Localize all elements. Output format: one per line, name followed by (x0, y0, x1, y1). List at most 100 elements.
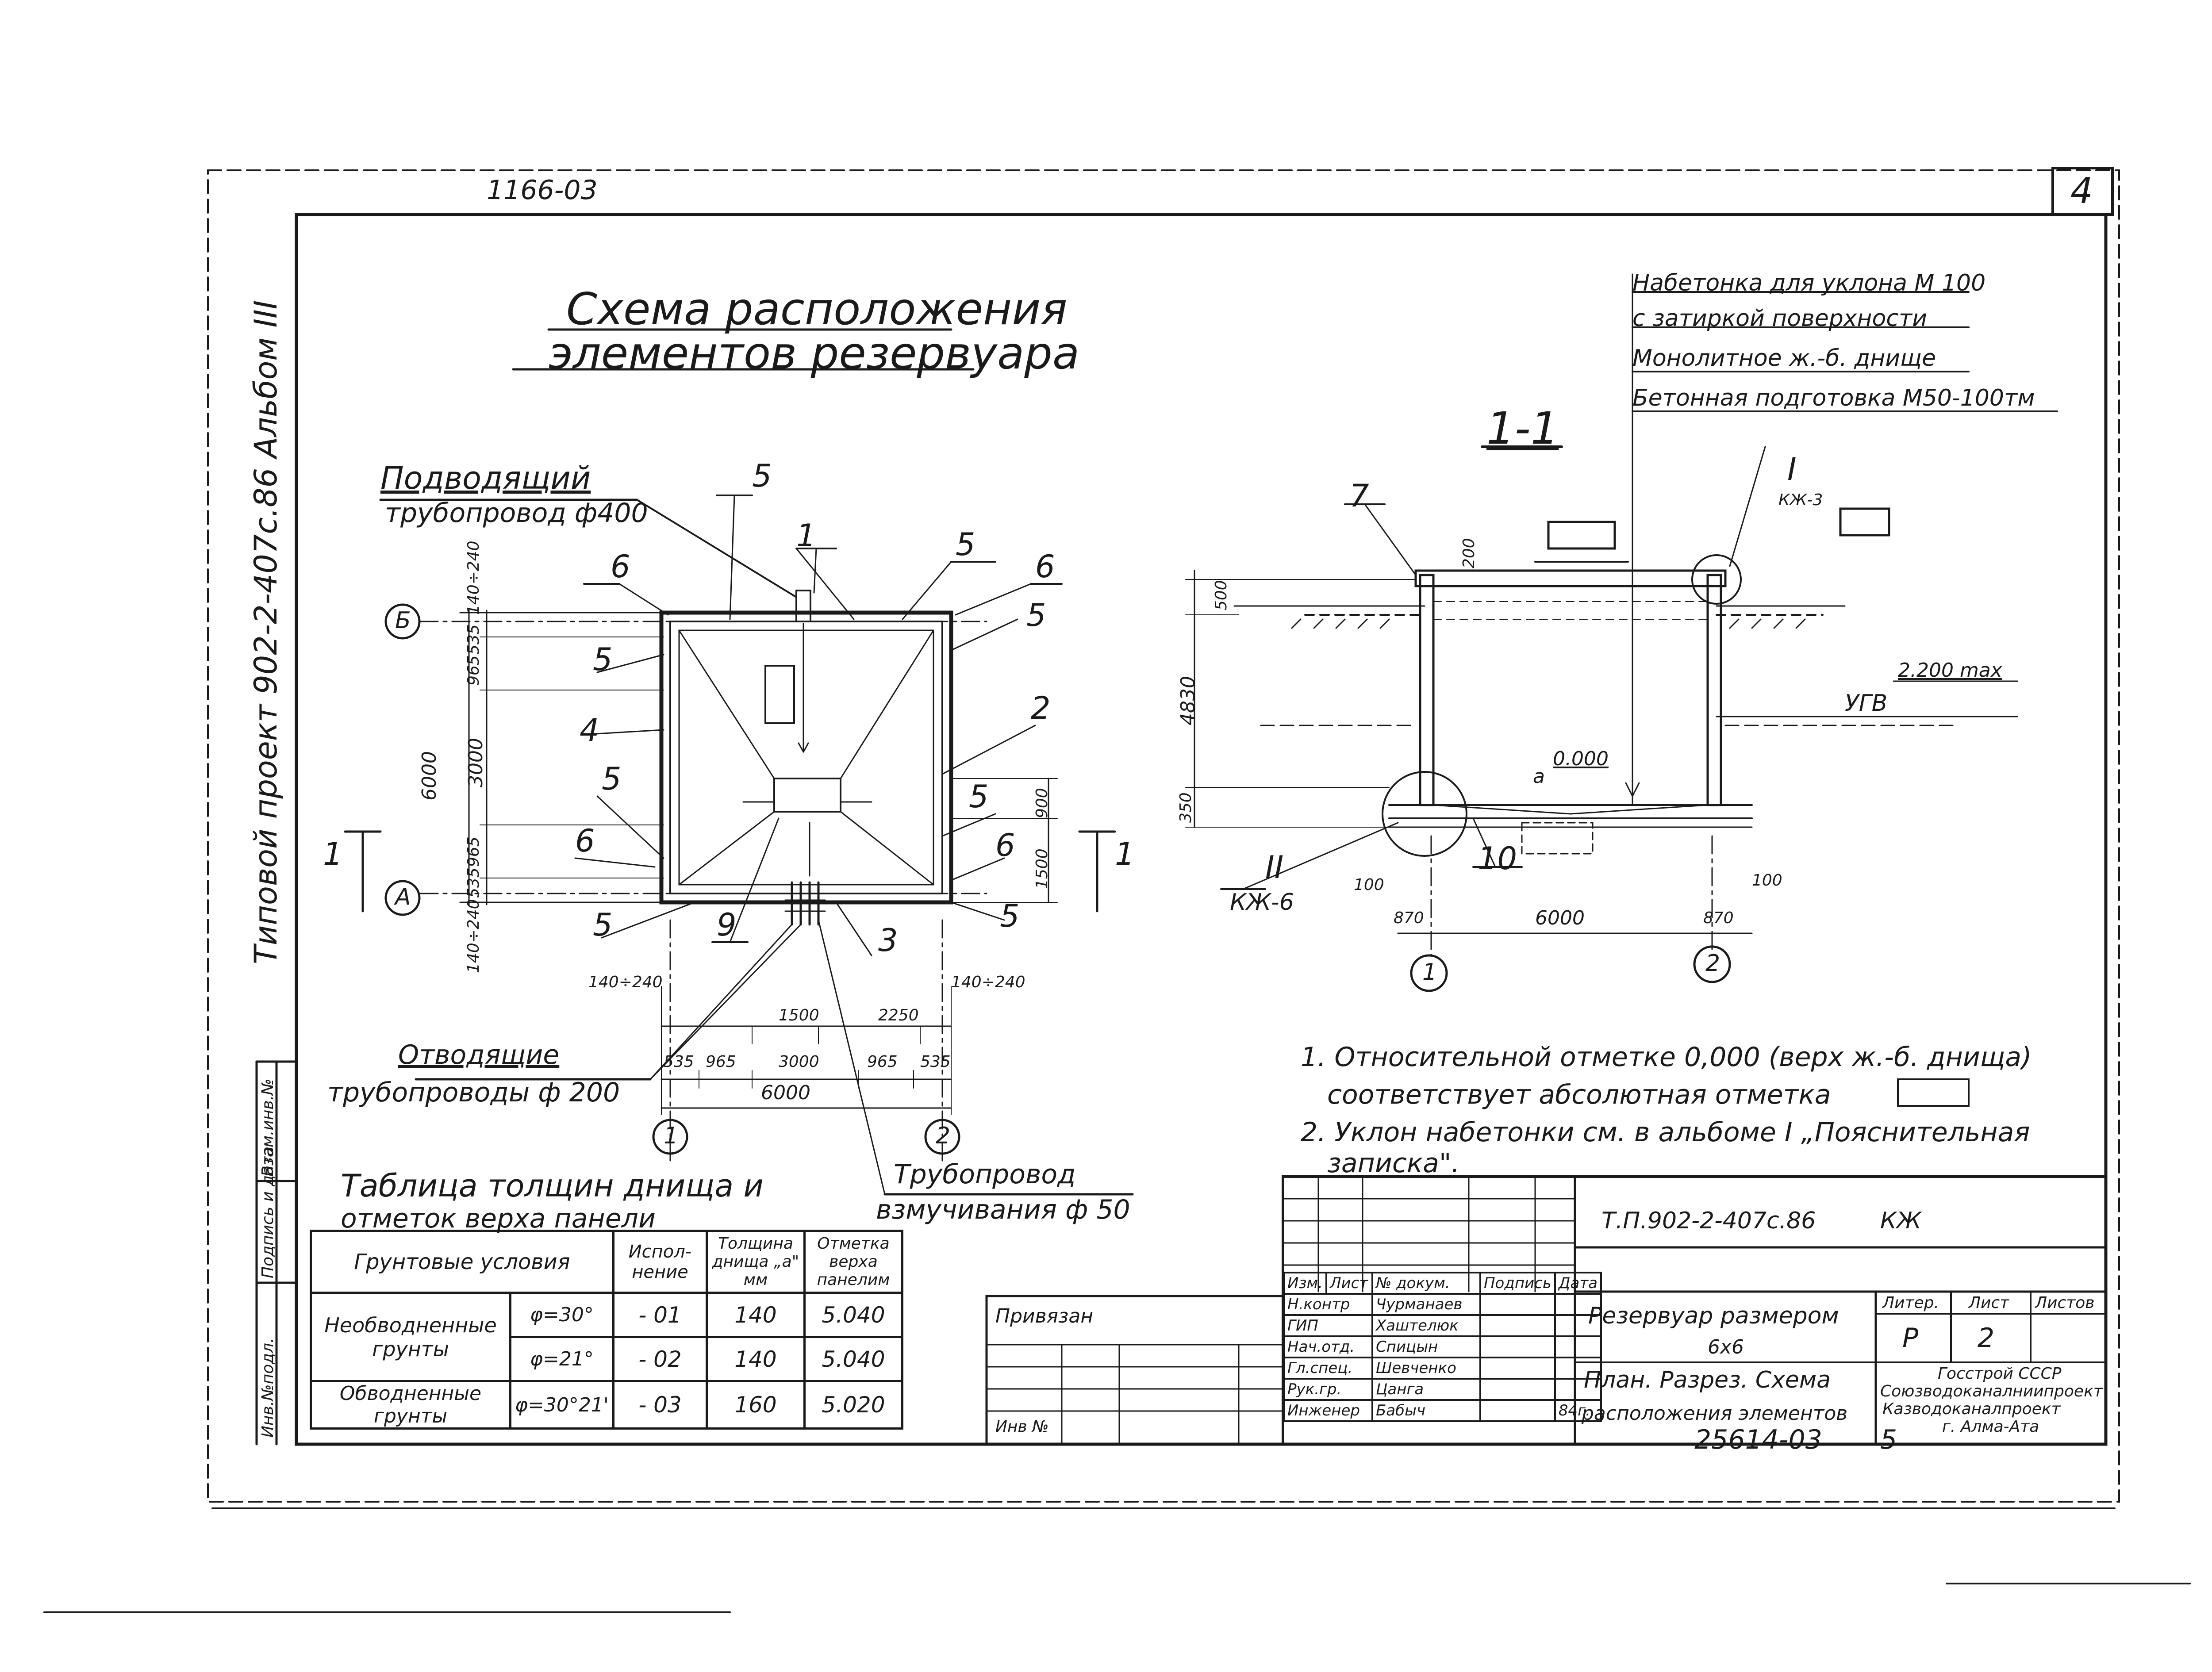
soil-r1-thick: 140 (705, 1336, 806, 1382)
callout-5-br: 5 (1000, 898, 1020, 934)
sig-name-2: Спицын (1371, 1335, 1481, 1358)
section-right-wall (1706, 574, 1722, 806)
sig-h-3: Подпись (1479, 1272, 1556, 1295)
dim-bottom-3: 140÷240 (951, 973, 1025, 991)
dim-left-6: 140÷240 (465, 899, 483, 973)
stamp-sheet-2: расположения элементов (1582, 1402, 1848, 1425)
section-left-wall (1419, 574, 1435, 806)
soil-r0-mark: 5.040 (803, 1292, 903, 1338)
stamp-org-2: Союзводоканалниипроект (1880, 1382, 2103, 1400)
sec-dim-0: 200 (1460, 538, 1478, 568)
callout-6-tl: 6 (611, 548, 630, 585)
dim-right-0: 900 (1033, 788, 1051, 818)
callout-5-top: 5 (752, 458, 772, 494)
soil-r2-thick: 160 (705, 1380, 806, 1430)
outlet-label-1: Отводящие (398, 1039, 560, 1070)
sig-name-4: Цанга (1371, 1378, 1481, 1401)
sig-name-5: Бабыч (1371, 1399, 1481, 1422)
hatch (764, 665, 795, 724)
dim-bottom-4: 535 (664, 1053, 694, 1071)
dim-left-1: 535 (465, 624, 483, 655)
soil-r2-ground: Обводненные грунты (310, 1380, 511, 1430)
stamp-bound: Привязан (995, 1305, 1094, 1327)
dim-bottom-8: 535 (920, 1053, 951, 1071)
note-2a: 2. Уклон набетонки см. в альбоме I „Пояс… (1301, 1117, 2030, 1148)
table-row: Обводненные грунты φ=30°21' - 03 160 5.0… (310, 1380, 903, 1430)
soil-r1-angle: φ=21° (509, 1336, 614, 1382)
stamp-col-liter: Литер. (1882, 1294, 1939, 1312)
soil-r0-thick: 140 (705, 1292, 806, 1338)
stamp-org-3: Казводоканалпроект (1882, 1400, 2061, 1418)
callout-9: 9 (717, 907, 737, 943)
sig-role-4: Рук.гр. (1283, 1378, 1373, 1401)
dim-right-1: 1500 (1033, 848, 1051, 889)
layer-3: Бетонная подготовка М50-100тм (1632, 385, 2035, 411)
node-i-ref: КЖ-3 (1778, 491, 1823, 509)
outer-frame (207, 169, 2120, 1503)
section-axis-2 (1693, 945, 1731, 983)
callout-2: 2 (1031, 690, 1051, 726)
note-1b: соответствует абсолютная отметка (1327, 1079, 1831, 1110)
axis-1-bubble (652, 1119, 688, 1155)
dim-bottom-2: 2250 (878, 1006, 919, 1024)
callout-5-l2: 5 (602, 761, 622, 797)
soil-table-title-1: Таблица толщин днища и (341, 1168, 764, 1204)
dim-bottom-1: 1500 (779, 1006, 819, 1024)
title-line-1: Схема расположения (566, 283, 1068, 335)
stamp-list: 2 (1978, 1323, 1995, 1354)
callout-10: 10 (1478, 840, 1517, 877)
sec-dim-7: 870 (1703, 909, 1734, 927)
dim-bottom-6: 3000 (779, 1053, 819, 1071)
sig-role-5: Инженер (1283, 1399, 1373, 1422)
layer-1b: с затиркой поверхности (1632, 305, 1927, 332)
soil-h-thick: Толщина днища „а" мм (705, 1230, 806, 1294)
stamp-org-1: Госстрой СССР (1938, 1365, 2062, 1383)
left-col-2: Взам.инв.№ (259, 1078, 277, 1177)
stamp-liter: Р (1902, 1323, 1919, 1354)
outlet-label-2: трубопроводы ф 200 (327, 1077, 620, 1108)
callout-5-tr: 5 (956, 526, 975, 563)
layer-1: Набетонка для уклона М 100 (1632, 270, 1986, 296)
zero-level: 0.000 (1553, 748, 1609, 770)
soil-r1-mark: 5.040 (803, 1336, 903, 1382)
dim-bottom-9: 6000 (761, 1081, 810, 1104)
agitation-label-2: взмучивания ф 50 (876, 1194, 1130, 1225)
sig-role-3: Гл.спец. (1283, 1357, 1373, 1380)
soil-r0-ground: Необводненные грунты (310, 1292, 511, 1382)
table-row: Рук.гр. Цанга (1283, 1378, 1602, 1401)
callout-4: 4 (580, 712, 599, 748)
abs-mark-box (1897, 1078, 1970, 1107)
axis-b-label: Б (395, 607, 411, 634)
inlet-pipe (795, 590, 811, 622)
sec-dim-3: 350 (1177, 792, 1195, 823)
sig-h-1: Лист (1325, 1272, 1373, 1295)
section-mark-right: 1 (1115, 836, 1135, 872)
node-ii-circle (1382, 771, 1467, 857)
sig-role-2: Нач.отд. (1283, 1335, 1373, 1358)
soil-h-ground: Грунтовые условия (310, 1230, 614, 1294)
section-axis-2-label: 2 (1705, 950, 1720, 977)
axis-2-label: 2 (936, 1123, 951, 1149)
stamp-sheet-1: План. Разрез. Схема (1584, 1367, 1831, 1393)
table-row: Гл.спец. Шевченко (1283, 1357, 1602, 1380)
sig-name-3: Шевченко (1371, 1357, 1481, 1380)
stamp-object-2: 6x6 (1708, 1336, 1744, 1358)
stamp-object-1: Резервуар размером (1588, 1303, 1839, 1329)
callout-6-bl: 6 (575, 823, 595, 859)
callout-5-r2: 5 (969, 778, 989, 815)
dim-left-4: 965 (465, 836, 483, 867)
bottom-page: 5 (1880, 1424, 1897, 1455)
sec-dim-8: 100 (1752, 871, 1782, 890)
top-code: 1166-03 (487, 175, 598, 206)
stamp-inv: Инв № (995, 1418, 1049, 1436)
callout-5-l: 5 (593, 641, 613, 678)
table-row: Изм. Лист № докум. Подпись Дата (1283, 1272, 1602, 1295)
axis-a-label: А (395, 884, 411, 910)
dim-left-7: 6000 (418, 751, 441, 801)
sig-name-0: Чурманаев (1371, 1293, 1481, 1316)
sump (773, 778, 841, 813)
stamp-col-listov: Листов (2035, 1294, 2095, 1312)
binding-block (985, 1295, 1284, 1446)
soil-r2-exec: - 03 (612, 1380, 708, 1430)
table-row: Необводненные грунты φ=30° - 01 140 5.04… (310, 1292, 903, 1382)
